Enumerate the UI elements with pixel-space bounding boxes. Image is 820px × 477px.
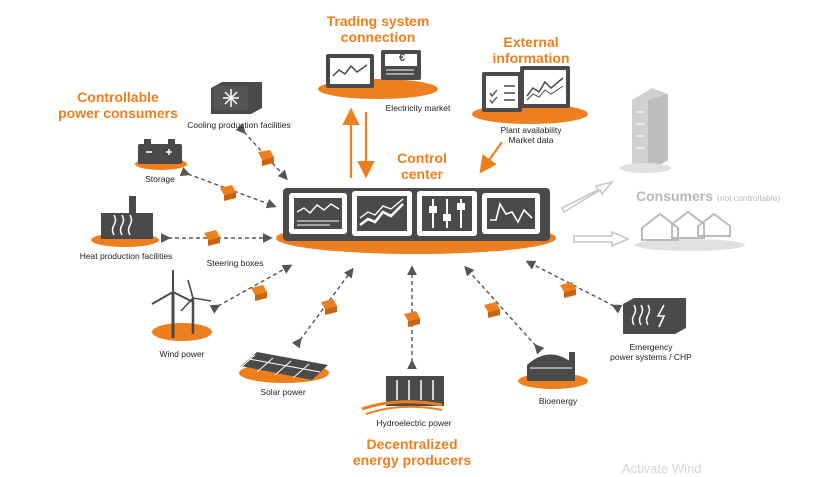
monitor-screen-1: [289, 193, 347, 234]
consumers-title: Consumers: [636, 188, 714, 204]
trading-heading-line2: connection: [340, 29, 416, 46]
market-arrows: [342, 107, 503, 179]
emergency-chp-unit: [623, 298, 686, 334]
monitor-screen-3: [417, 191, 477, 236]
external-heading-line2: information: [492, 50, 570, 67]
plant-availability-label: Plant availability: [500, 125, 562, 135]
emergency-label: Emergency power systems / CHP: [596, 342, 706, 363]
monitor-screen-2: [352, 191, 412, 236]
heat-facility: [91, 196, 159, 247]
solar-panels: [238, 352, 329, 383]
solar-label: Solar power: [260, 387, 306, 397]
hydro-dam: [361, 376, 444, 415]
steering-boxes: [204, 150, 576, 327]
steering-box: [484, 302, 500, 318]
external-heading: External information: [476, 34, 586, 66]
decentralized-heading-line1: Decentralized: [366, 436, 458, 452]
control-center-heading-line2: center: [400, 166, 444, 183]
decentralized-heading: Decentralized energy producers: [342, 436, 482, 468]
consumers-note: (not controllable): [716, 193, 781, 203]
steering-box: [321, 299, 337, 315]
controllable-heading-line1: Controllable: [77, 89, 159, 105]
heat-label: Heat production facilities: [79, 251, 173, 261]
market-data-label: Market data: [508, 134, 554, 145]
wind-label: Wind power: [159, 349, 205, 359]
external-heading-line1: External: [503, 34, 559, 50]
emergency-label-line2: power systems / CHP: [610, 351, 692, 362]
storage-battery: [135, 139, 187, 170]
control-center-heading: Control center: [382, 150, 462, 182]
steering-boxes-label: Steering boxes: [206, 258, 264, 268]
monitor-screen-4: [482, 193, 540, 234]
trading-heading: Trading system connection: [318, 13, 438, 45]
steering-box: [560, 282, 576, 298]
cooling-label: Cooling production facilities: [187, 120, 291, 130]
cooling-facility: [211, 82, 262, 114]
trading-heading-line1: Trading system: [326, 13, 430, 29]
steering-box: [258, 150, 274, 166]
euro-icon: €: [398, 52, 406, 64]
control-center-heading-line1: Control: [397, 150, 447, 166]
trading-terminal: [318, 50, 438, 99]
consumer-tower: [619, 88, 671, 173]
electricity-market-label: Electricity market: [385, 103, 451, 113]
external-info-terminal: [472, 66, 588, 124]
consumer-houses: [635, 210, 745, 251]
steering-box: [251, 285, 267, 301]
emergency-label-line1: Emergency: [629, 342, 673, 352]
consumer-arrows: [560, 180, 630, 248]
consumers-heading: Consumers (not controllable): [636, 188, 796, 204]
steering-box: [204, 230, 220, 246]
wind-turbines: [151, 270, 212, 341]
decentralized-heading-line2: energy producers: [352, 452, 472, 469]
bioenergy-plant: [518, 352, 588, 389]
control-center: [276, 188, 556, 254]
storage-label: Storage: [145, 174, 175, 184]
external-info-label: Plant availability Market data: [488, 125, 574, 146]
watermark-text: Activate Wind: [622, 461, 702, 476]
controllable-heading-line2: power consumers: [58, 105, 178, 122]
controllable-heading: Controllable power consumers: [48, 89, 188, 121]
hydro-label: Hydroelectric power: [376, 418, 452, 428]
bioenergy-label: Bioenergy: [538, 396, 578, 406]
steering-box: [404, 311, 420, 327]
steering-box: [220, 185, 236, 201]
